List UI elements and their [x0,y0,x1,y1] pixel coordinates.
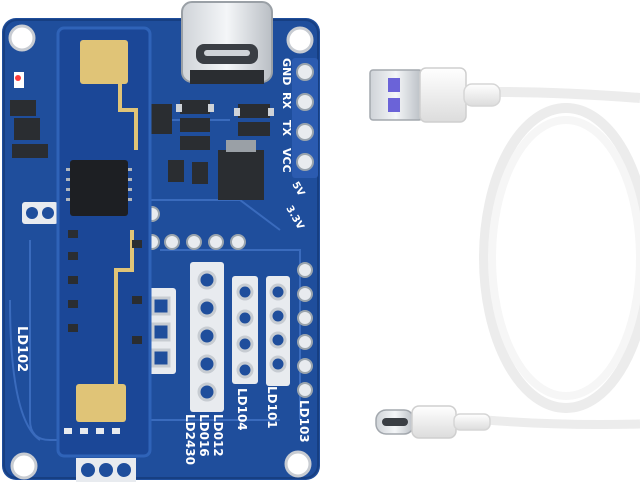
usb-a-tongue-blue [388,78,400,92]
label-ld2430: LD2430 [183,414,197,465]
label-ld016: LD016 [197,414,211,457]
ld012-header [146,288,176,374]
ld101-header [232,276,258,384]
label-tx: TX [280,120,293,137]
ld104-header [190,262,224,412]
usb-a-tongue-blue-2 [388,98,400,112]
pcb-board: GND RX TX VCC 5V 3.3V [2,1,320,482]
cable-coil-outer [479,103,640,413]
usb-c-plug [375,405,491,439]
antenna-pad-bottom [76,384,126,422]
label-ld103: LD103 [297,400,311,443]
smd-components [10,72,274,200]
test-pad-left [22,202,58,224]
label-vcc: VCC [280,148,293,173]
label-ld101: LD101 [265,386,279,429]
board-edge [3,19,319,479]
bottom-pads [76,458,136,482]
cable-top-lead [495,87,640,103]
antenna-feed-bottom [114,230,134,384]
cable-coil-inner [488,116,640,400]
uart-header [292,58,318,178]
usb-a-plug [369,67,501,123]
ld103-header [266,262,313,398]
usb-cable [369,67,640,439]
antenna-feed-top [118,84,138,150]
antenna-pad-top [80,40,128,84]
mounting-holes [8,24,314,480]
radar-chip [70,160,128,216]
label-rx: RX [280,92,293,109]
radar-module [56,26,152,458]
label-gnd: GND [280,58,293,85]
cable-bottom-lead [485,415,640,429]
label-ld012: LD012 [211,414,225,457]
label-ld102: LD102 [14,326,29,372]
label-ld104: LD104 [235,388,249,431]
usb-c-receptacle [181,1,273,84]
